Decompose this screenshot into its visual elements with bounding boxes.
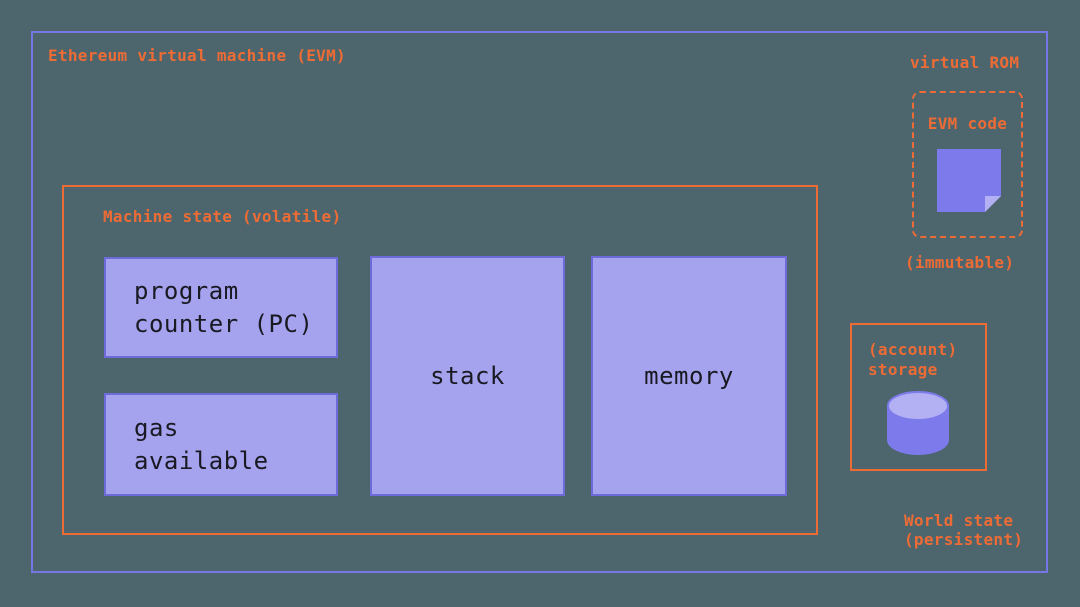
- note-page-icon: [937, 149, 1001, 213]
- immutable-caption: (immutable): [905, 253, 1015, 272]
- world-state-label: World state (persistent): [904, 511, 1024, 549]
- gas-available-box: gas available: [104, 393, 338, 496]
- database-cylinder-icon: [887, 391, 949, 456]
- evm-container-box: [31, 31, 1048, 573]
- account-storage-box: [850, 323, 987, 471]
- virtual-rom-box: [912, 91, 1023, 238]
- stack-box: stack: [370, 256, 565, 496]
- account-storage-label: (account) storage: [868, 340, 958, 379]
- program-counter-box: program counter (PC): [104, 257, 338, 358]
- evm-title: Ethereum virtual machine (EVM): [48, 46, 346, 65]
- virtual-rom-title: virtual ROM: [910, 53, 1020, 72]
- memory-box: memory: [591, 256, 787, 496]
- machine-state-box: [62, 185, 818, 535]
- machine-state-title: Machine state (volatile): [103, 207, 342, 226]
- evm-code-label: EVM code: [927, 114, 1008, 133]
